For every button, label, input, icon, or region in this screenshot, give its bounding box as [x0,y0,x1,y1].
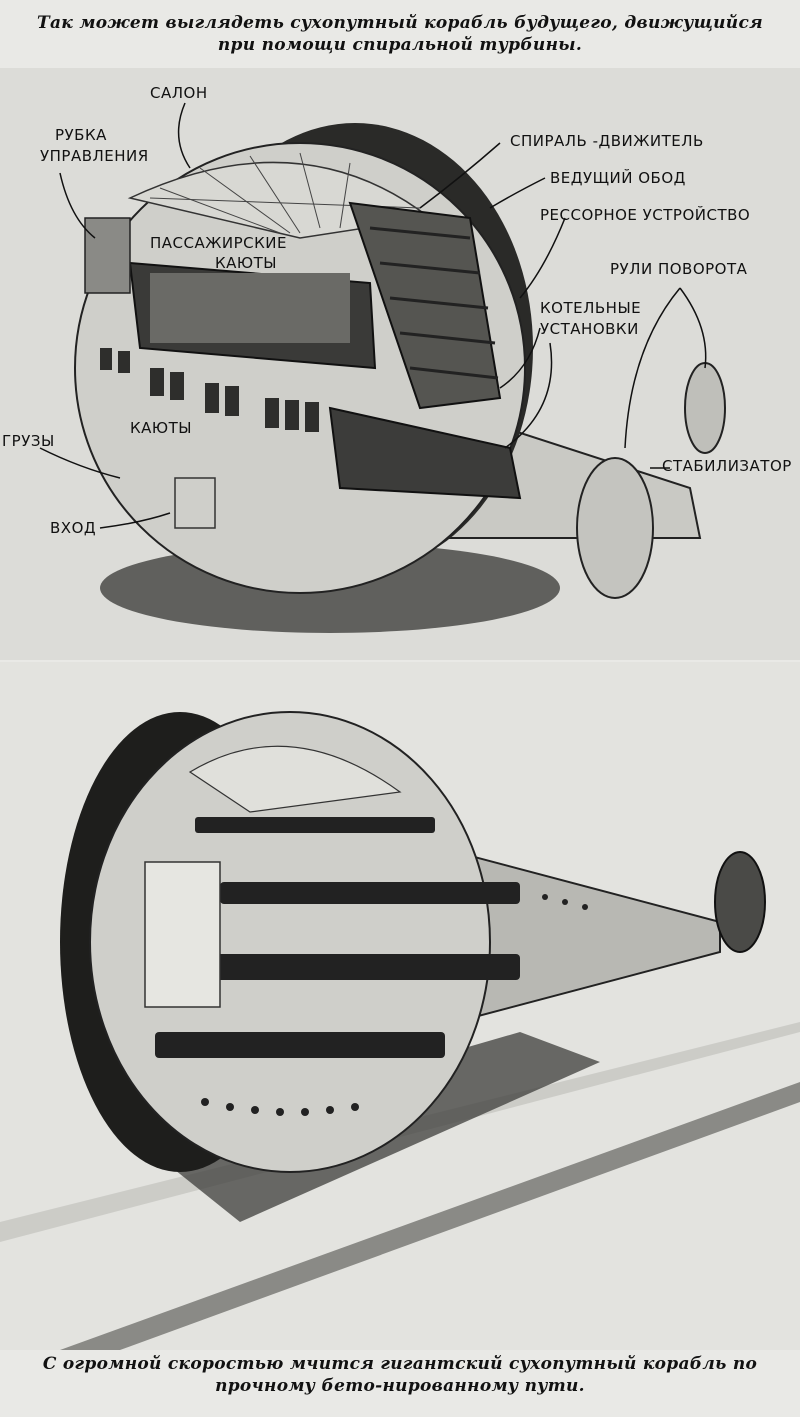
entrance-door [174,477,216,529]
label-passenger-cabins-1: ПАССАЖИРСКИЕ [150,234,287,252]
top-caption: Так может выглядеть сухопутный корабль б… [37,13,763,55]
label-passenger-cabins-2: КАЮТЫ [215,254,277,272]
tail-rudder [714,851,766,953]
concrete-road [60,1082,800,1350]
label-rudders: РУЛИ ПОВОРОТА [610,260,748,278]
cutaway-illustration: САЛОН РУБКА УПРАВЛЕНИЯ СПИРАЛЬ -ДВИЖИТЕЛ… [0,68,800,660]
label-control-room-1: РУБКА [55,126,107,144]
rudder-lower [576,457,654,599]
rudder-upper [684,362,726,454]
dome-windows [188,745,402,813]
label-entrance: ВХОД [50,519,96,537]
boiler-cutaway [328,406,522,500]
label-drive-rim: ВЕДУЩИЙ ОБОД [550,168,686,187]
perspective-illustration [0,662,800,1350]
label-salon: САЛОН [150,84,208,102]
label-cabins: КАЮТЫ [130,419,192,437]
control-room-windows [84,217,131,294]
label-cargo: ГРУЗЫ [2,432,55,450]
label-boilers-1: КОТЕЛЬНЫЕ [540,299,641,317]
label-stabilizer: СТАБИЛИЗАТОР [662,457,792,475]
label-spring-device: РЕССОРНОЕ УСТРОЙСТВО [540,205,750,224]
label-boilers-2: УСТАНОВКИ [540,320,639,338]
label-spiral-propeller: СПИРАЛЬ -ДВИЖИТЕЛЬ [510,132,704,150]
door-panel [144,861,221,1008]
label-control-room-2: УПРАВЛЕНИЯ [40,147,149,165]
bottom-caption: С огромной скоростью мчится гигантский с… [42,1354,758,1396]
spiral-propeller-cutaway [348,201,502,410]
